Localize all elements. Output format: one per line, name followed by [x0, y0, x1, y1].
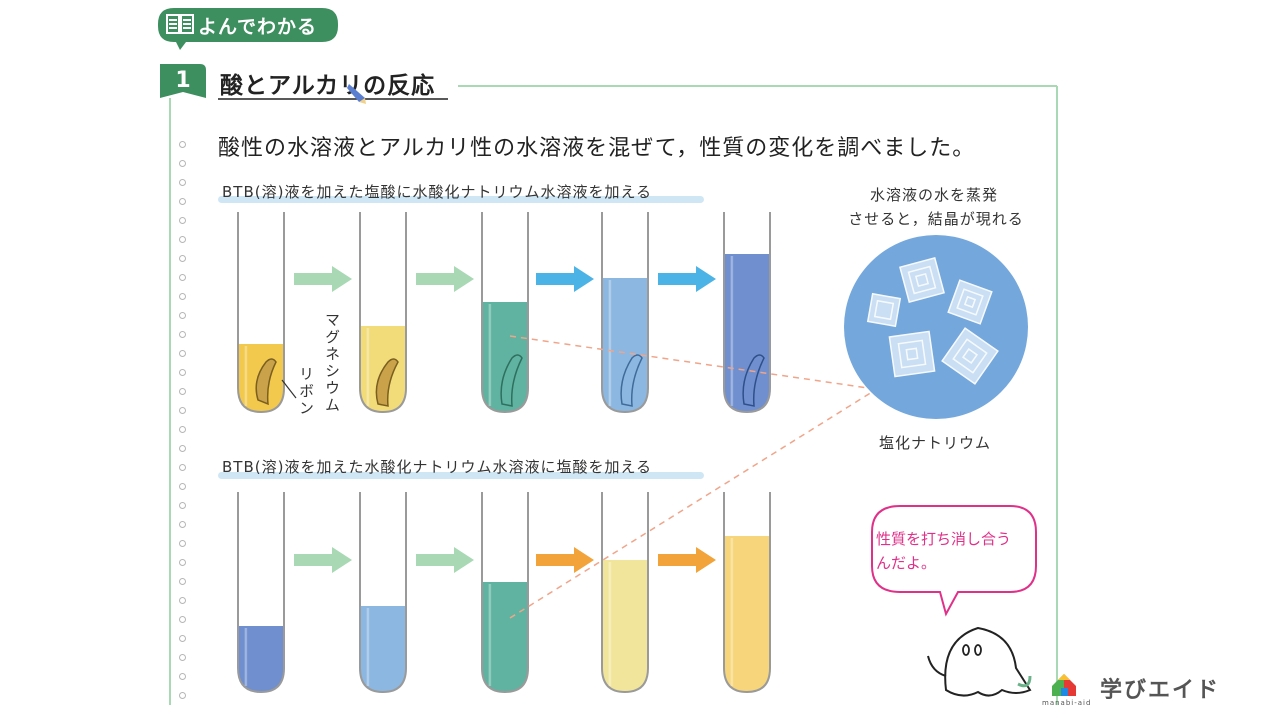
- section-number: 1: [175, 68, 191, 93]
- test-tube-yellow: [359, 212, 407, 414]
- book-icon: [166, 14, 194, 34]
- arrow-right-icon: [536, 266, 594, 292]
- test-tube-blue: [723, 212, 771, 414]
- arrow-right-icon: [658, 547, 716, 573]
- salt-crystal-magnified-view: [844, 235, 1028, 419]
- speech-bubble: [871, 505, 1037, 617]
- magnesium-ribbon: [500, 354, 523, 407]
- test-tube-pale-yellow: [601, 492, 649, 694]
- experiment2-caption: BTB(溶)液を加えた水酸化ナトリウム水溶液に塩酸を加える: [222, 458, 653, 476]
- magnesium-label: マグネシウム: [323, 312, 341, 414]
- pointer-line: [509, 391, 873, 619]
- test-tube-yellow: [723, 492, 771, 694]
- brand-name: 学びエイド: [1100, 678, 1221, 703]
- magnesium-ribbon: [742, 354, 765, 407]
- test-tube-blue: [237, 492, 285, 694]
- crystal-label: 塩化ナトリウム: [878, 434, 991, 452]
- section-number-badge: [160, 64, 206, 98]
- pointer-line: [509, 335, 869, 389]
- section-tag: よんでわかる: [158, 8, 338, 50]
- arrow-right-icon: [536, 547, 594, 573]
- arrow-right-icon: [416, 547, 474, 573]
- brand-sub: manabi-aid: [1042, 699, 1092, 707]
- test-tube-light-blue: [601, 212, 649, 414]
- crystal-caption-line2: させると，結晶が現れる: [848, 210, 1024, 228]
- section-tag-label: よんでわかる: [198, 16, 318, 38]
- section-title: 酸とアルカリの反応: [220, 73, 436, 99]
- caption-underline: [218, 196, 704, 203]
- crystal-caption-line1: 水溶液の水を蒸発: [869, 186, 998, 204]
- arrow-right-icon: [658, 266, 716, 292]
- arrow-right-icon: [416, 266, 474, 292]
- ribbon-label: リボン: [297, 366, 315, 417]
- magnesium-ribbon: [620, 354, 643, 407]
- arrow-right-icon: [294, 547, 352, 573]
- ghost-mascot: [927, 626, 1032, 697]
- caption-underline: [218, 472, 704, 479]
- manabi-aid-logo-icon: [1052, 674, 1076, 696]
- magnesium-ribbon: [255, 358, 277, 406]
- arrow-right-icon: [294, 266, 352, 292]
- test-tube-green: [481, 492, 529, 694]
- magnesium-ribbon: [375, 358, 399, 407]
- test-tube-light-blue: [359, 492, 407, 694]
- speech-bubble-line2: んだよ。: [876, 554, 937, 572]
- test-tube-yellow: [237, 212, 285, 414]
- speech-bubble-text: 性質を打ち消し合う んだよ。: [876, 527, 1026, 575]
- test-tube-green: [481, 212, 529, 414]
- pencil-icon: [347, 84, 366, 104]
- speech-bubble-line1: 性質を打ち消し合う: [876, 530, 1012, 548]
- lead-text: 酸性の水溶液とアルカリ性の水溶液を混ぜて，性質の変化を調べました。: [218, 136, 976, 161]
- label-pointer: [281, 379, 297, 399]
- experiment1-caption: BTB(溶)液を加えた塩酸に水酸化ナトリウム水溶液を加える: [222, 183, 653, 201]
